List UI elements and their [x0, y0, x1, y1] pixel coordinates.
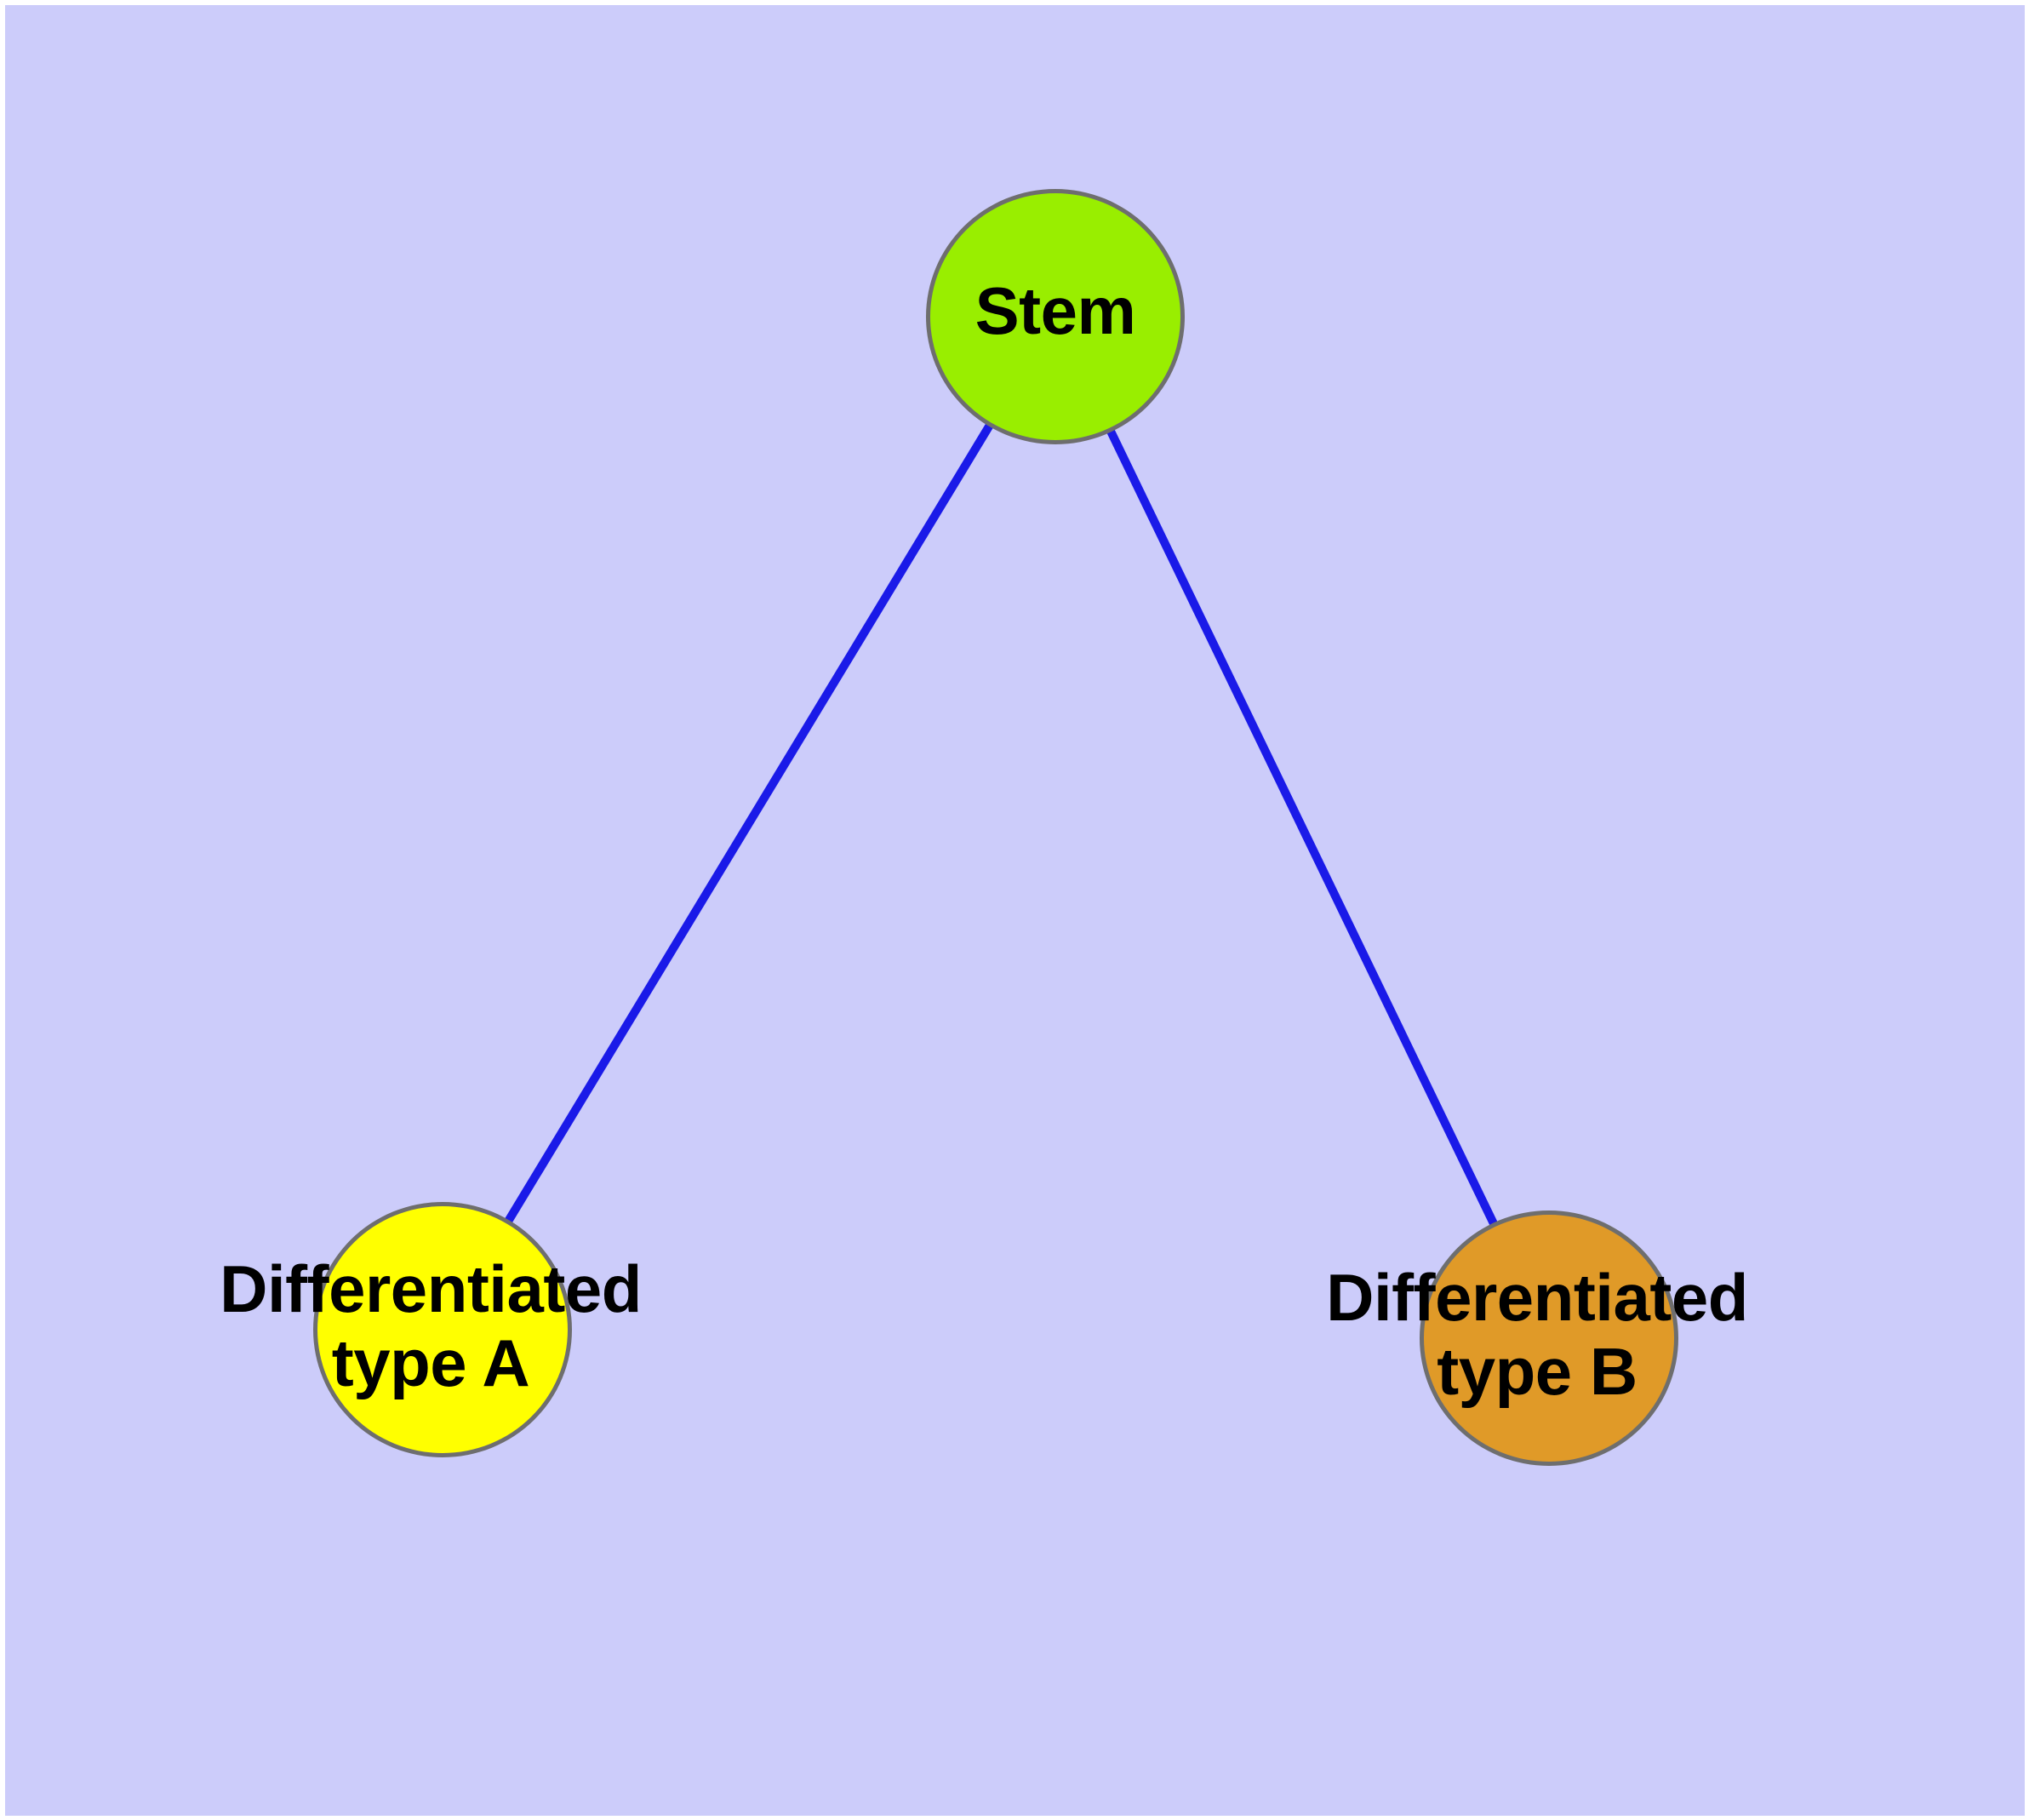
- edge-stem-to-differentiated-type-a[interactable]: [438, 314, 1060, 1332]
- edge-layer: [438, 314, 1553, 1341]
- node-differentiated-type-b[interactable]: [1420, 1210, 1678, 1466]
- node-stem[interactable]: [926, 189, 1185, 444]
- edge-stem-to-differentiated-type-b[interactable]: [1051, 314, 1553, 1341]
- node-differentiated-type-a[interactable]: [313, 1202, 572, 1457]
